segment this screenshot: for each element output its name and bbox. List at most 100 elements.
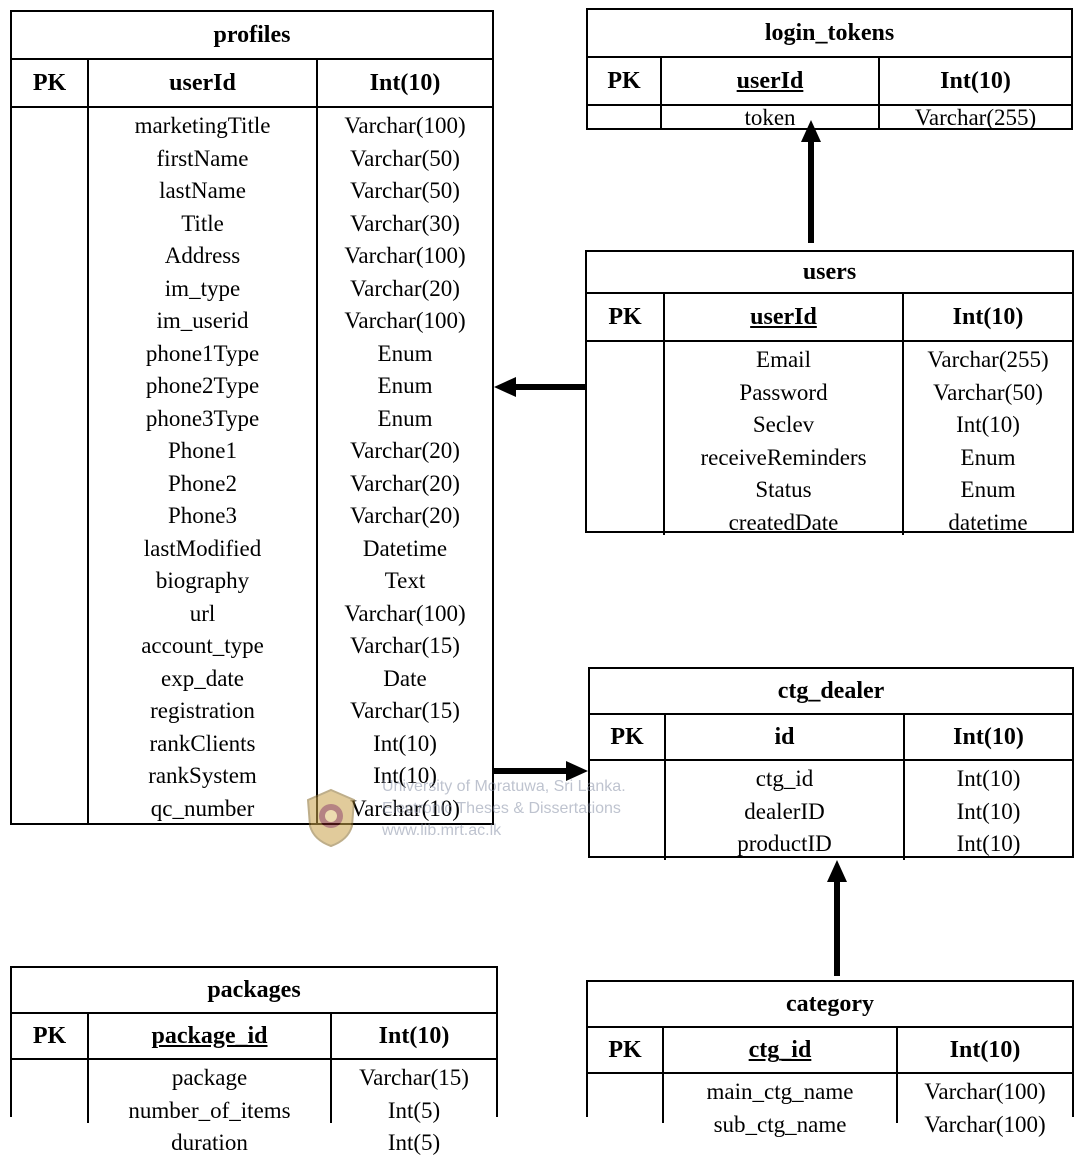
- field-name: dealerID: [744, 798, 825, 824]
- pk-label: PK: [12, 60, 89, 106]
- field-name: Address: [164, 243, 241, 268]
- field-type: Enum: [960, 444, 1016, 470]
- pk-row: PK userId Int(10): [587, 294, 1072, 342]
- field-type: Int(10): [373, 763, 437, 788]
- field-name: phone1Type: [145, 340, 260, 366]
- field-type: Varchar(50): [933, 379, 1043, 405]
- key-type: Int(10): [953, 723, 1024, 750]
- university-seal-icon: [306, 788, 356, 848]
- field-name: token: [744, 105, 796, 130]
- field-name: Title: [181, 210, 224, 236]
- key-field: userId: [89, 60, 318, 106]
- watermark: University of Moratuwa, Sri Lanka. Elect…: [304, 776, 704, 866]
- field-name: Email: [756, 347, 811, 372]
- field-type: Enum: [377, 405, 433, 431]
- arrowhead-ctg-dealer-from-category: [827, 860, 847, 882]
- field-name: account_type: [141, 633, 264, 658]
- field-name: ctg_id: [755, 766, 814, 791]
- field-name: Phone2: [168, 470, 237, 496]
- field-type: Enum: [377, 373, 433, 398]
- field-type: Text: [384, 568, 426, 593]
- field-name: productID: [737, 831, 832, 856]
- field-name: Status: [755, 477, 812, 502]
- field-type: Varchar(20): [350, 275, 460, 301]
- field-type: Varchar(100): [344, 113, 466, 138]
- field-type: datetime: [948, 509, 1028, 535]
- table-login-tokens: login_tokens PK userId Int(10) token Var…: [586, 8, 1073, 130]
- field-name: Phone3: [168, 503, 237, 528]
- field-name: registration: [150, 698, 255, 723]
- watermark-line-3: www.lib.mrt.ac.lk: [382, 822, 502, 839]
- field-name: marketingTitle: [134, 113, 271, 138]
- field-type: Int(10): [956, 831, 1021, 856]
- field-name: url: [189, 600, 216, 626]
- field-type: Varchar(100): [924, 1079, 1046, 1104]
- field-type: Varchar(15): [350, 698, 460, 723]
- field-name: rankSystem: [148, 763, 257, 788]
- field-name: phone2Type: [145, 373, 260, 398]
- field-name: Seclev: [752, 412, 815, 437]
- key-type: Int(10): [369, 69, 441, 96]
- table-title: packages: [12, 968, 496, 1014]
- field-type: Enum: [960, 477, 1016, 502]
- fields-body: token Varchar(255): [588, 106, 1071, 130]
- arrowhead-login-tokens: [801, 120, 821, 142]
- field-type: Int(10): [956, 766, 1021, 791]
- field-name: createdDate: [728, 509, 839, 535]
- pk-label: PK: [588, 1028, 664, 1072]
- pk-row: PK userId Int(10): [12, 60, 492, 108]
- field-name: im_type: [164, 275, 241, 301]
- key-field: userId: [662, 58, 880, 104]
- field-name: exp_date: [160, 665, 244, 691]
- field-type: Varchar(50): [350, 145, 460, 171]
- field-name: receiveReminders: [700, 444, 867, 470]
- field-name: main_ctg_name: [706, 1079, 854, 1104]
- field-type: Varchar(100): [344, 243, 466, 268]
- field-type: Varchar(50): [350, 178, 460, 203]
- pk-row: PK package_id Int(10): [12, 1014, 496, 1060]
- table-title: login_tokens: [588, 10, 1071, 58]
- field-type: Int(5): [387, 1130, 441, 1155]
- field-type: Int(10): [956, 798, 1021, 824]
- field-type: Varchar(100): [344, 308, 466, 333]
- table-ctg-dealer: ctg_dealer PK id Int(10) ctg_id dealerID p…: [588, 667, 1074, 860]
- field-name: qc_number: [150, 795, 255, 821]
- relationship-arrows: [494, 120, 847, 976]
- field-type: Date: [383, 665, 427, 691]
- table-title: profiles: [12, 12, 492, 60]
- pk-row: PK id Int(10): [590, 715, 1072, 761]
- pk-label: PK: [588, 58, 662, 104]
- field-name: Phone1: [168, 438, 237, 463]
- key-field: ctg_id: [664, 1028, 898, 1072]
- field-type: Varchar(15): [359, 1065, 469, 1090]
- table-profiles: profiles PK userId Int(10) marketingTitl…: [10, 10, 494, 825]
- field-type: Varchar(255): [914, 105, 1037, 130]
- field-type: Datetime: [362, 535, 448, 561]
- field-name: duration: [171, 1130, 248, 1155]
- pk-label: PK: [587, 294, 665, 340]
- table-category: category PK ctg_id Int(10) main_ctg_name…: [586, 980, 1074, 1137]
- field-name: rankClients: [149, 730, 256, 756]
- field-type: Varchar(100): [344, 600, 466, 626]
- watermark-line-1: University of Moratuwa, Sri Lanka.: [382, 778, 626, 795]
- pk-label: PK: [12, 1014, 89, 1058]
- key-type: Int(10): [952, 303, 1024, 330]
- arrowhead-profiles: [494, 377, 516, 397]
- key-field: package_id: [89, 1014, 332, 1058]
- table-title: ctg_dealer: [590, 669, 1072, 715]
- field-name: Password: [739, 379, 828, 405]
- field-type: Varchar(255): [927, 347, 1049, 372]
- pk-label: PK: [590, 715, 666, 759]
- field-type: Enum: [377, 340, 433, 366]
- field-type: Varchar(30): [350, 210, 460, 236]
- key-field: id: [666, 715, 905, 759]
- key-type: Int(10): [949, 1036, 1021, 1063]
- field-type: Varchar(20): [350, 438, 460, 463]
- field-type: Varchar(15): [350, 633, 460, 658]
- field-name: firstName: [156, 145, 249, 171]
- fields-body: ctg_id dealerID productID Int(10) Int(10) In…: [590, 761, 1072, 860]
